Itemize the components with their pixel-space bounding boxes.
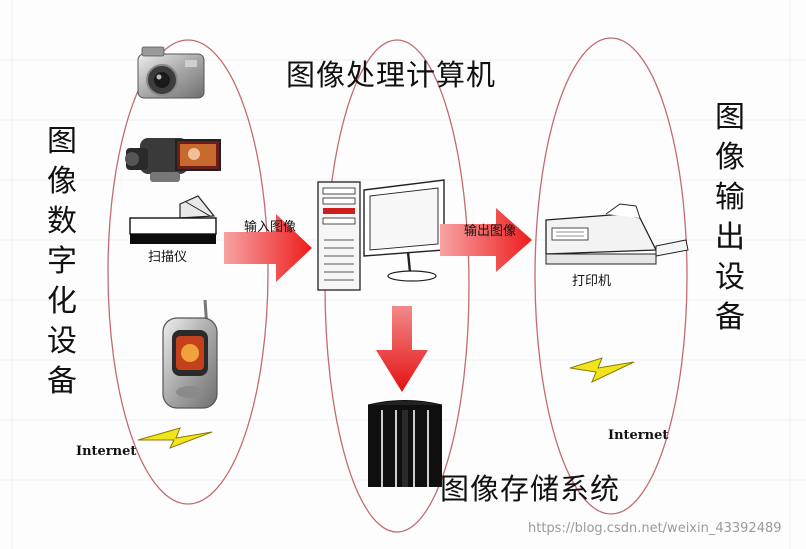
printer-label: 打印机	[572, 274, 612, 289]
watermark: https://blog.csdn.net/weixin_43392489	[528, 521, 782, 536]
storage-system-label: 图像存储系统	[440, 472, 621, 506]
input-arrow-label: 输入图像	[244, 220, 297, 235]
output-arrow-label: 输出图像	[464, 224, 517, 239]
printer-icon	[545, 203, 689, 265]
output-devices-ellipse	[534, 37, 688, 515]
left-internet-label: Internet	[76, 444, 137, 459]
scanner-icon	[129, 195, 217, 244]
output-devices-label: 图像输出设备	[715, 100, 745, 335]
monitor-icon	[363, 179, 445, 282]
input-devices-label: 图像数字化设备	[47, 124, 77, 399]
storage-server-icon	[367, 400, 443, 487]
right-lightning-icon	[569, 357, 635, 384]
right-internet-label: Internet	[608, 428, 669, 443]
input-arrow	[224, 214, 312, 282]
storage-arrow	[376, 306, 428, 392]
computer-tower-icon	[317, 181, 361, 291]
camcorder-icon	[125, 138, 221, 182]
left-lightning-icon	[137, 427, 213, 449]
mobile-phone-icon	[162, 299, 218, 409]
input-devices-ellipse	[107, 39, 269, 505]
digital-camera-icon	[137, 46, 205, 99]
output-arrow	[440, 208, 532, 272]
diagram-title: 图像处理计算机	[286, 58, 497, 92]
scanner-label: 扫描仪	[148, 250, 188, 265]
